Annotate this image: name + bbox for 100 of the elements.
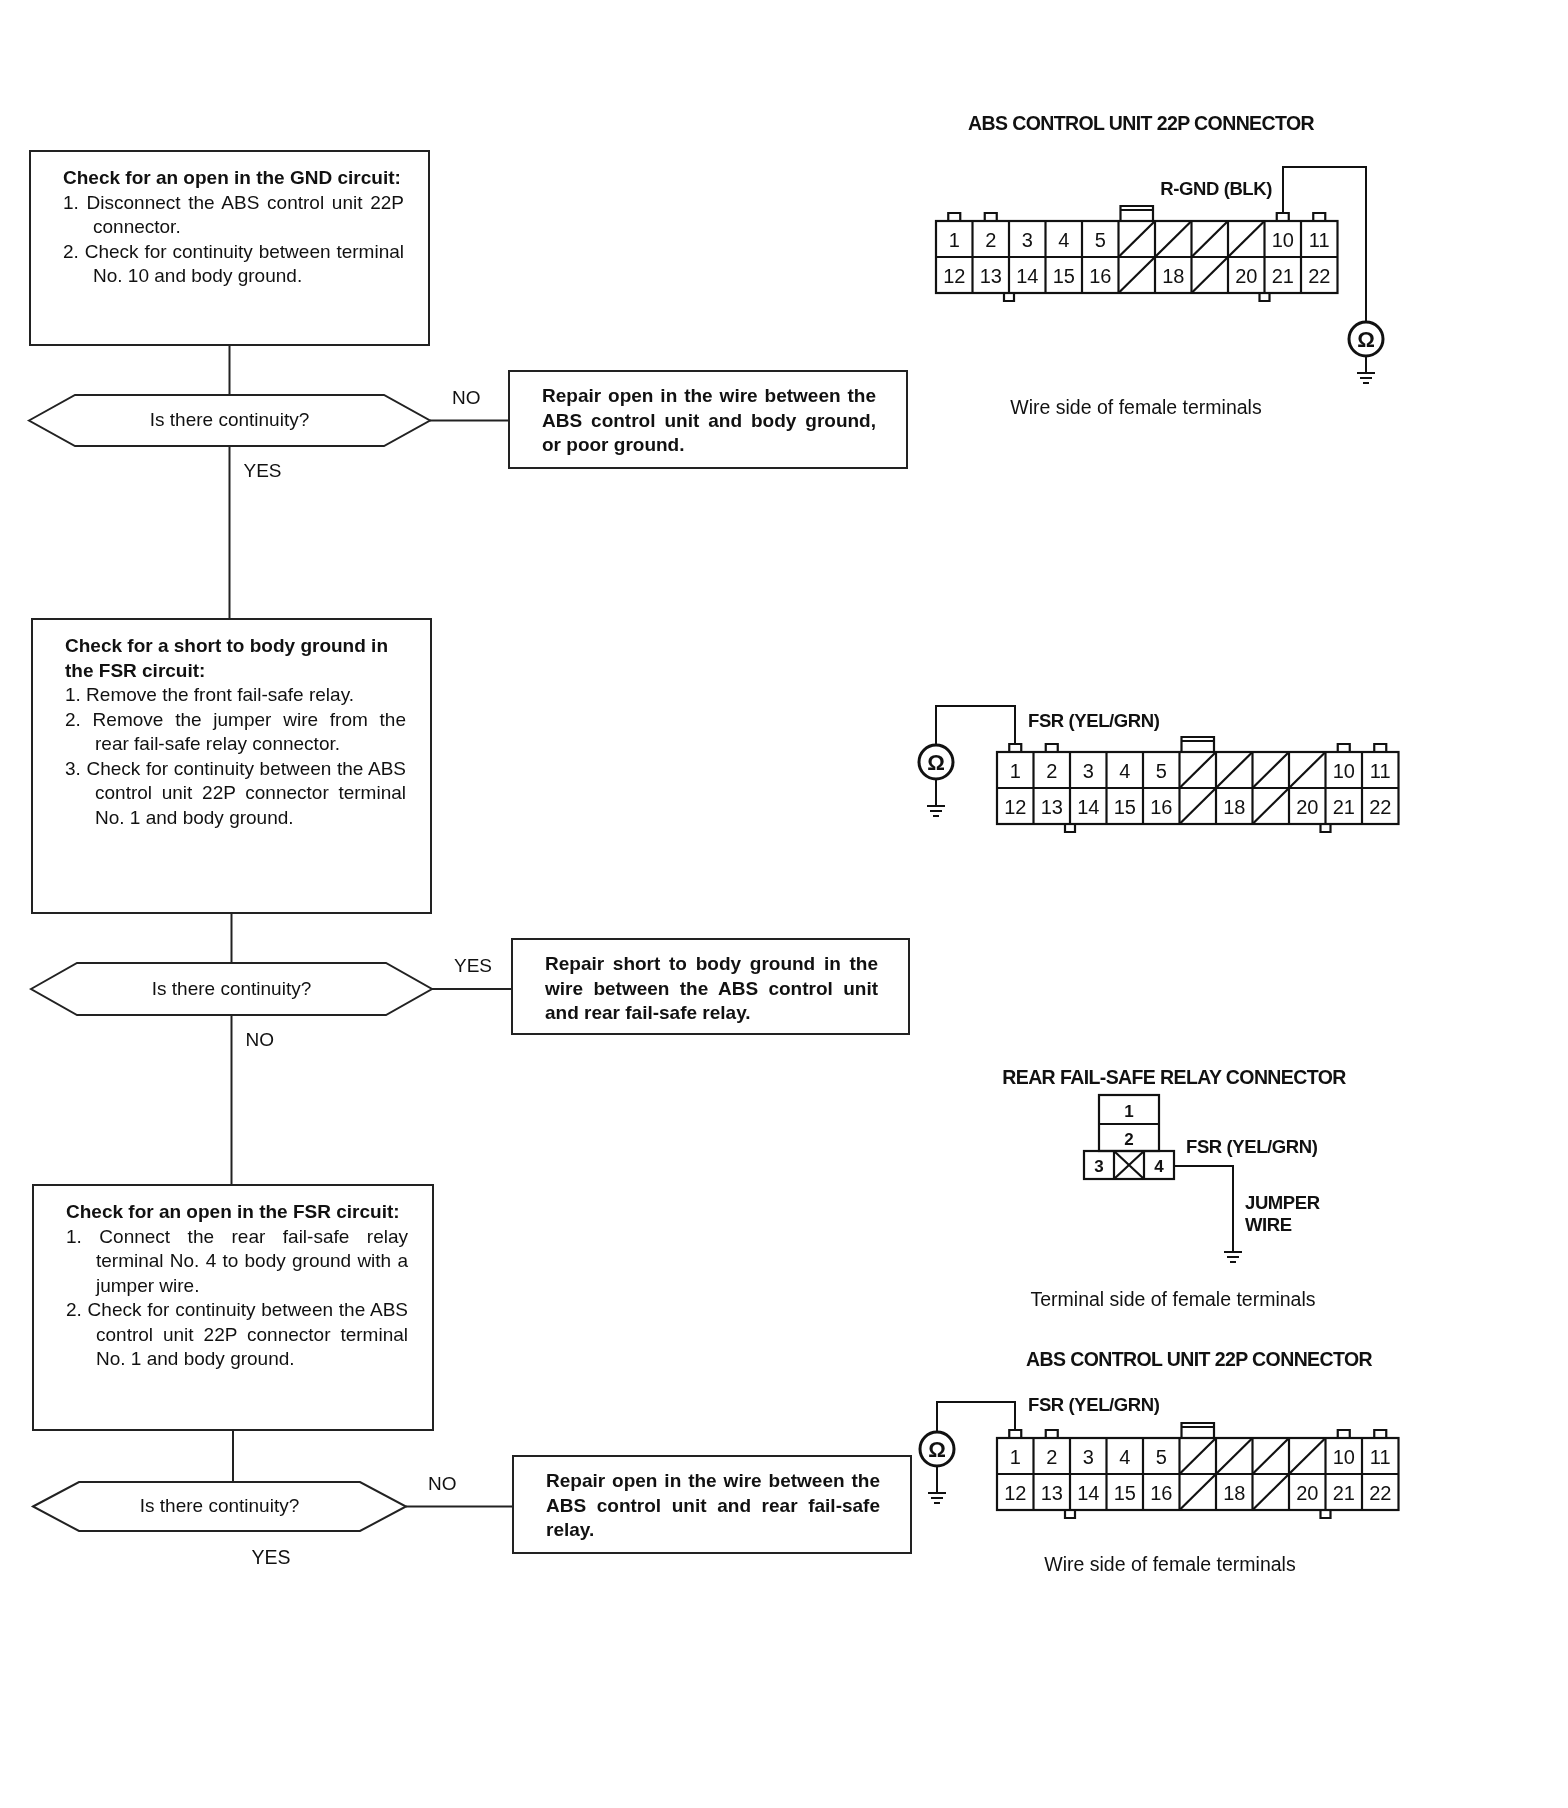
wire-label: R-GND (BLK) [1160,178,1272,200]
pin-number: 21 [1271,265,1294,287]
pin-number: 2 [985,229,997,251]
view-caption: Wire side of female terminals [1010,396,1262,419]
repair-box [511,938,910,1035]
step-instruction: 2. Remove the jumper wire from the rear fail-safe relay connector. [65,707,406,756]
decision-hexagon [29,395,430,446]
pin-number: 11 [1369,1446,1391,1468]
pin-number: 1 [948,229,960,251]
question-text: Is there continuity? [149,408,310,433]
pin-number: 18 [1223,1482,1246,1504]
connector-line [232,1430,234,1483]
pin-number: 16 [1150,796,1173,818]
pin-number: 14 [1016,265,1039,287]
step-instruction: 1. Connect the rear fail-safe relay terminal No. 4 to body ground with a jumper wire. [66,1224,408,1298]
view-caption: Wire side of female terminals [1044,1553,1296,1576]
repair-instruction: Repair open in the wire between the ABS control unit and rear fail-safe relay. [546,1469,880,1542]
pin-number: 18 [1223,796,1246,818]
pin-number: 5 [1155,1446,1167,1468]
pin-number: 2 [1124,1130,1134,1149]
step-instruction: 1. Remove the front fail-safe relay. [65,683,355,707]
pin-number: 15 [1052,265,1075,287]
connector-line [431,988,512,990]
question-text: Is there continuity? [151,976,312,1001]
step-heading: Check for an open in the GND circuit: [63,166,402,190]
answer-label: YES [251,1546,291,1569]
ohmmeter-icon: Ω [1347,320,1385,358]
pin-number: 21 [1332,796,1355,818]
pin-number: 13 [979,265,1002,287]
pin-number: 15 [1113,1482,1136,1504]
pin-number: 2 [1046,760,1058,782]
wire-label: FSR (YEL/GRN) [1186,1136,1318,1158]
pin-number: 18 [1162,265,1185,287]
repair-box [508,370,908,469]
repair-instruction: Repair open in the wire between the ABS control unit and body ground, or poor ground. [542,384,876,457]
pin-number: 22 [1308,265,1331,287]
question-text: Is there continuity? [139,1494,300,1519]
pin-number: 13 [1040,796,1063,818]
wire-label: FSR (YEL/GRN) [1028,710,1160,732]
step-instruction: 3. Check for continuity between the ABS control unit 22P connector terminal No. 1 and body ground. [65,756,406,830]
decision-hexagon [31,963,432,1015]
pin-number: 12 [943,265,966,287]
pin-number: 5 [1155,760,1167,782]
pin-number: 4 [1119,760,1131,782]
pin-number: 5 [1094,229,1106,251]
connector-line [429,419,509,422]
connector-line [228,345,231,396]
step-instruction: 2. Check for continuity between the ABS control unit 22P connector terminal No. 1 and body ground. [66,1298,408,1371]
pin-number: 3 [1082,1446,1094,1468]
pin-number: 3 [1094,1157,1104,1176]
pin-number: 4 [1119,1446,1131,1468]
check-step-box [29,150,430,346]
pin-number: 1 [1009,1446,1021,1468]
connector-line [230,1014,233,1185]
pin-number: 13 [1040,1482,1063,1504]
pin-number: 2 [1046,1446,1058,1468]
connector-line [405,1505,513,1508]
pin-number: 1 [1009,760,1021,782]
pin-number: 20 [1235,265,1258,287]
wire-label: JUMPER WIRE [1245,1192,1321,1236]
pin-number: 3 [1021,229,1033,251]
repair-box [512,1455,912,1554]
pin-number: 22 [1369,796,1392,818]
pin-number: 11 [1308,229,1330,251]
wire-label: FSR (YEL/GRN) [1028,1394,1160,1416]
pin-number: 16 [1150,1482,1173,1504]
pin-number: 22 [1369,1482,1392,1504]
pin-number: 11 [1369,760,1391,782]
pin-number: 12 [1004,796,1027,818]
pin-number: 16 [1089,265,1112,287]
connector-title: REAR FAIL-SAFE RELAY CONNECTOR [1002,1066,1346,1089]
view-caption: Terminal side of female terminals [1030,1288,1316,1311]
pin-number: 20 [1296,1482,1319,1504]
connector-line [230,913,233,964]
check-step-box [31,618,432,914]
pin-number: 1 [1124,1102,1134,1121]
pin-number: 14 [1077,796,1100,818]
pin-number: 15 [1113,796,1136,818]
pin-number: 3 [1082,760,1094,782]
step-heading: Check for an open in the FSR circuit: [66,1200,401,1224]
pin-number: 12 [1004,1482,1027,1504]
pin-number: 10 [1332,760,1355,782]
pin-number: 10 [1332,1446,1355,1468]
pin-number: 14 [1077,1482,1100,1504]
connector-title: ABS CONTROL UNIT 22P CONNECTOR [1026,1348,1372,1371]
ohmmeter-icon: Ω [917,743,955,781]
ohmmeter-icon: Ω [918,1430,956,1468]
connector-title: ABS CONTROL UNIT 22P CONNECTOR [968,112,1314,135]
connector-line [228,445,231,619]
pin-number: 10 [1271,229,1294,251]
pin-number: 4 [1058,229,1070,251]
repair-instruction: Repair short to body ground in the wire between the ABS control unit and rear fail-safe relay. [545,952,878,1025]
decision-hexagon [33,1482,406,1531]
step-heading: Check for a short to body ground in the FSR circuit: [65,634,389,683]
step-instruction: 1. Disconnect the ABS control unit 22P connector. [63,190,404,239]
pin-number: 4 [1154,1157,1164,1176]
check-step-box [32,1184,434,1431]
pin-number: 21 [1332,1482,1355,1504]
step-instruction: 2. Check for continuity between terminal No. 10 and body ground. [63,239,404,288]
pin-number: 20 [1296,796,1319,818]
